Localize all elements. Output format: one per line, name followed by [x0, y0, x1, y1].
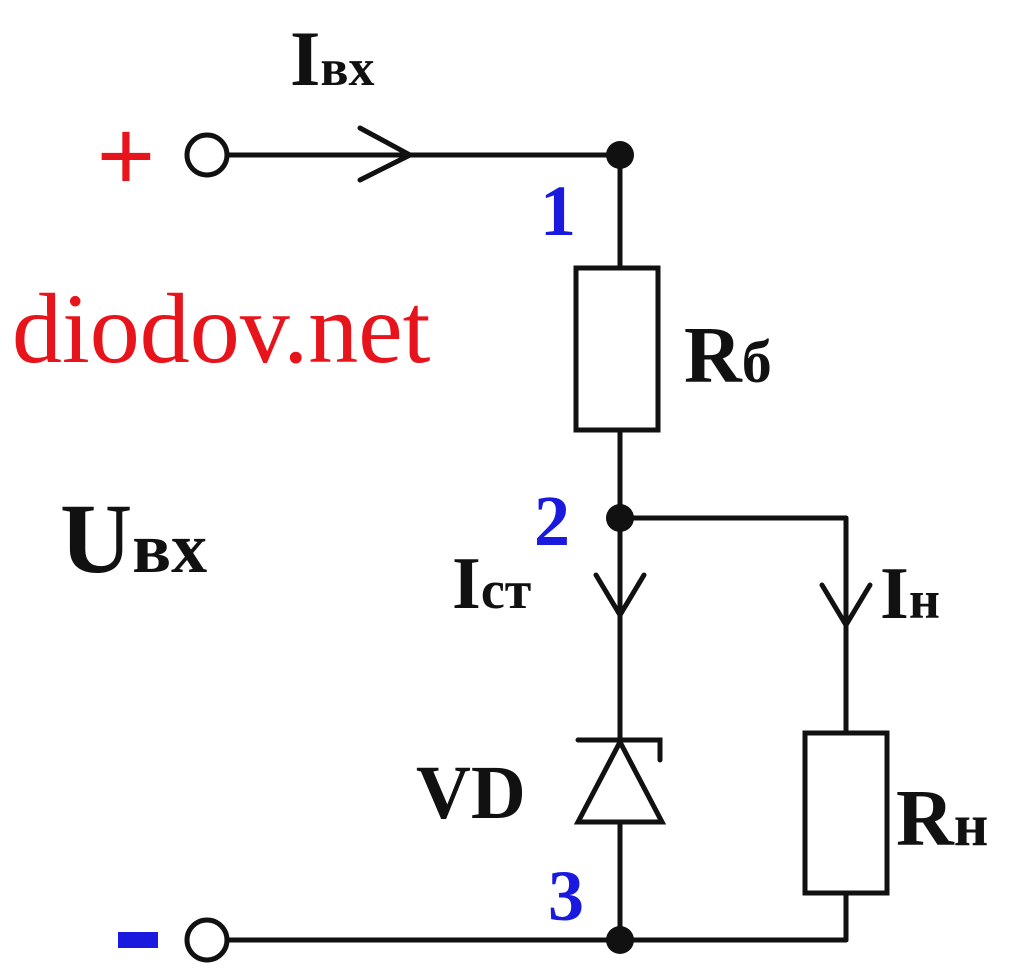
label-i-n: Iн [880, 553, 940, 635]
terminal-minus-sign [118, 932, 158, 948]
label-i-in: Iвх [290, 15, 374, 102]
label-r-n: Rн [896, 775, 988, 863]
node-number-2: 2 [534, 481, 570, 561]
node-dot-3 [606, 926, 634, 954]
node-number-1: 1 [540, 171, 576, 251]
watermark-text: diodov.net [12, 273, 431, 384]
label-vd: VD [416, 751, 526, 835]
zener-cathode-bar [575, 737, 663, 763]
terminal-minus-circle [184, 917, 230, 963]
terminal-plus-circle [184, 132, 230, 178]
label-r-b: Rб [684, 312, 772, 400]
node-number-3: 3 [548, 856, 584, 936]
arrow-i-st [593, 572, 647, 620]
arrow-i-in [357, 125, 416, 183]
node-dot-2 [606, 504, 634, 532]
terminal-plus-sign: + [97, 100, 155, 212]
resistor-rb [573, 265, 661, 433]
node-dot-1 [606, 141, 634, 169]
label-u-in: Uвх [60, 483, 207, 594]
arrow-i-n [819, 582, 873, 630]
resistor-rn [802, 730, 890, 896]
zener-triangle [573, 736, 667, 825]
label-i-st: Iст [452, 543, 531, 625]
